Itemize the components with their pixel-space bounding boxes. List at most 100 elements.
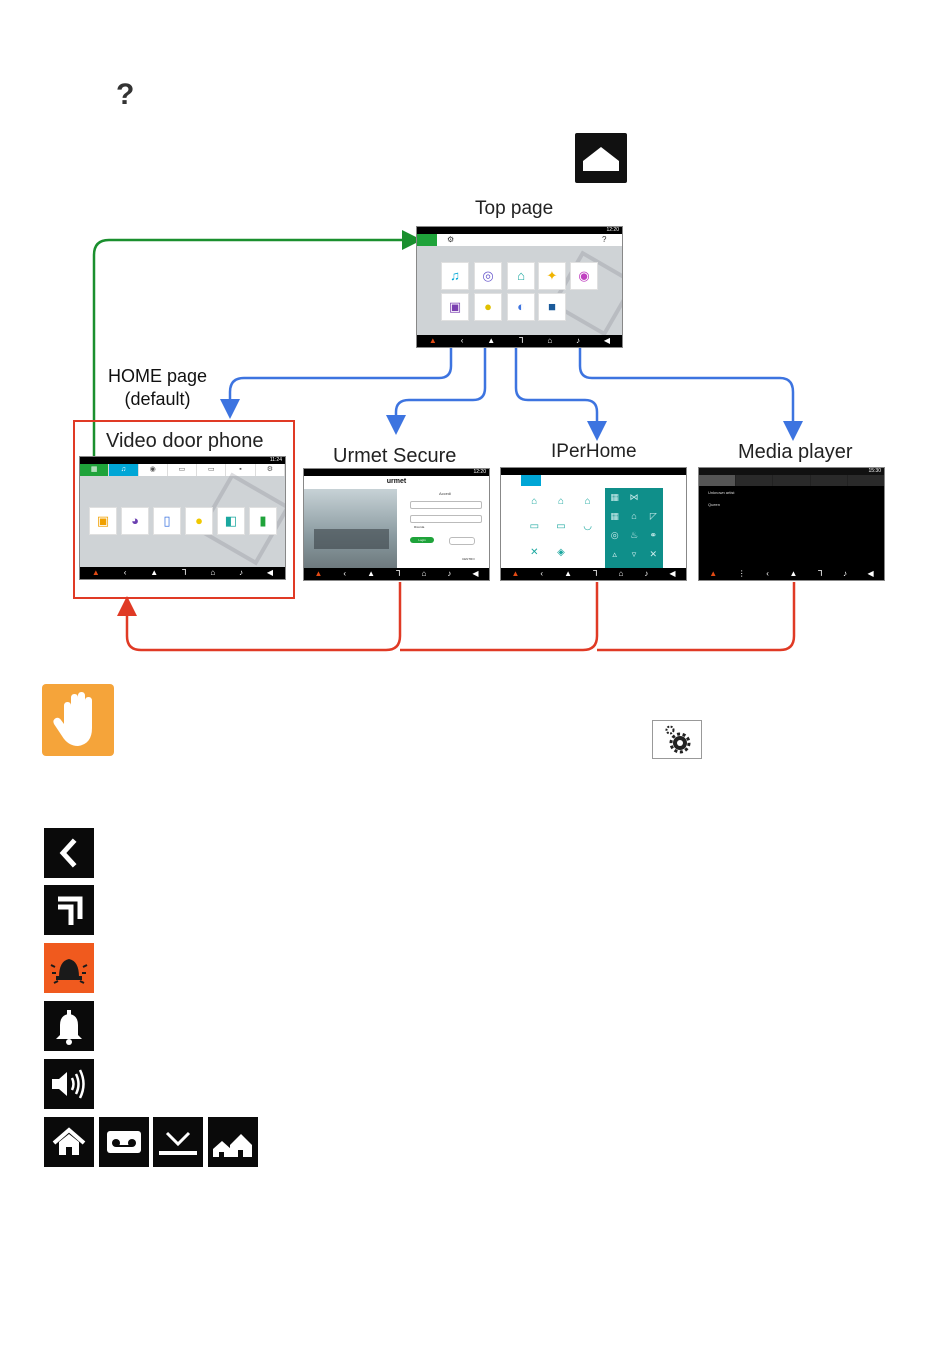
call-app-icon[interactable]: ▣: [89, 507, 117, 535]
function-panel: ▦ ⋈ ▦ ⌂ ◸ ◎ ♨ ⚭ ▵ ▿ ✕: [605, 488, 663, 568]
door-app-icon[interactable]: ▯: [153, 507, 181, 535]
username-field[interactable]: [410, 501, 482, 509]
back-arrow-icon[interactable]: ‹: [123, 568, 127, 577]
contacts-app-icon[interactable]: ◕: [121, 507, 149, 535]
tab-messages[interactable]: ▭: [168, 464, 198, 476]
lamp-icon[interactable]: ◸: [649, 511, 657, 521]
tab-home[interactable]: [521, 475, 541, 486]
bell-icon[interactable]: ♪: [576, 336, 581, 345]
bell-icon[interactable]: ♪: [644, 569, 649, 578]
alarm-siren-icon[interactable]: ▲: [428, 336, 437, 345]
room-icon[interactable]: ⌂: [531, 496, 538, 507]
intercom-handset-icon[interactable]: ⅂: [817, 569, 823, 578]
back-arrow-icon[interactable]: ‹: [343, 569, 347, 578]
tab-settings[interactable]: [541, 475, 561, 486]
alarm-siren-icon[interactable]: ▲: [314, 569, 323, 578]
light-app-icon[interactable]: ●: [185, 507, 213, 535]
room-icon[interactable]: ⌂: [584, 496, 591, 507]
tab-playlists[interactable]: [810, 475, 848, 486]
house-icon[interactable]: ⌂: [618, 569, 624, 578]
intercom-handset-icon[interactable]: ⅂: [182, 568, 187, 577]
intercom-handset-icon[interactable]: ⅂: [396, 569, 401, 578]
tab-now-playing[interactable]: [847, 475, 884, 486]
camera-app-icon[interactable]: ■: [538, 293, 566, 321]
media-player-screen[interactable]: 15:30 Unknown artist Queen ▲ ⋮ ‹ ▲ ⅂ ♪ ◀: [699, 468, 884, 580]
list-item[interactable]: Queen: [708, 502, 721, 507]
settings-icon[interactable]: ⚙: [447, 235, 455, 244]
tab-apps[interactable]: ▦: [80, 464, 110, 476]
list-item[interactable]: Unknown artist: [708, 490, 735, 495]
media-app-icon[interactable]: ◉: [570, 262, 598, 290]
tab-cameras[interactable]: ▪: [226, 464, 256, 476]
house-icon[interactable]: ⌂: [210, 568, 216, 577]
alarm-siren-icon[interactable]: ▲: [91, 568, 100, 577]
lock-app-icon[interactable]: ▮: [249, 507, 277, 535]
intercom-handset-icon[interactable]: ⅂: [593, 569, 598, 578]
back-arrow-icon[interactable]: ‹: [540, 569, 544, 578]
tab-apps[interactable]: [501, 475, 521, 486]
tab-view[interactable]: ◉: [139, 464, 168, 476]
volume-icon[interactable]: ◀: [472, 569, 479, 578]
bell-icon[interactable]: ♪: [239, 568, 244, 577]
window-icon[interactable]: ▦: [610, 492, 619, 502]
secondary-button[interactable]: [449, 537, 475, 545]
house-icon[interactable]: ⌂: [547, 336, 553, 345]
home-icon[interactable]: ▲: [367, 569, 376, 578]
home-icon[interactable]: ▲: [487, 336, 496, 345]
home-mode-icon[interactable]: ⌂: [631, 511, 637, 521]
up-icon[interactable]: ▵: [612, 549, 617, 559]
volume-icon[interactable]: ◀: [266, 568, 274, 577]
alarm-siren-icon[interactable]: ▲: [511, 569, 520, 578]
help-icon[interactable]: ?: [602, 235, 607, 244]
tab-intercom[interactable]: ♫: [109, 464, 139, 476]
room-icon[interactable]: ⌂: [557, 496, 565, 507]
gallery-app-icon[interactable]: ▣: [441, 293, 469, 321]
house-icon[interactable]: ⌂: [421, 569, 427, 578]
apps-grid-icon[interactable]: [417, 234, 437, 246]
tab-recordings[interactable]: ▭: [197, 464, 227, 476]
gate-app-icon[interactable]: ◧: [217, 507, 245, 535]
home-icon[interactable]: ▲: [150, 568, 159, 577]
clim-icon[interactable]: ♨: [629, 530, 639, 540]
web-app-icon[interactable]: ◐: [507, 293, 535, 321]
tab-albums[interactable]: [736, 475, 774, 486]
intercom-app-icon[interactable]: ♫: [441, 262, 469, 290]
home-icon[interactable]: ▲: [789, 569, 798, 578]
home-icon[interactable]: ▲: [564, 569, 573, 578]
password-field[interactable]: [410, 515, 482, 523]
video-door-phone-screen[interactable]: 11:24 ▦ ♫ ◉ ▭ ▭ ▪ ⚙ ▣ ◕ ▯ ● ◧ ▮ ▲ ‹ ▲ ⅂ …: [80, 457, 285, 579]
bell-icon[interactable]: ♪: [842, 569, 847, 578]
bell-icon[interactable]: ♪: [447, 569, 452, 578]
room-icon[interactable]: ▭: [556, 521, 566, 533]
window-icon[interactable]: ▦: [610, 511, 619, 521]
back-arrow-icon[interactable]: ‹: [460, 336, 464, 345]
top-page-screen[interactable]: 12:20 ⚙ ? ♫ ◎ ⌂ ✦ ◉ ▣ ● ◐ ■ ▲ ‹ ▲ ⅂ ⌂ ♪ …: [417, 227, 622, 347]
back-arrow-icon[interactable]: ‹: [766, 569, 769, 578]
scene-icon[interactable]: ◎: [610, 530, 619, 540]
alarm-siren-icon[interactable]: ▲: [709, 569, 718, 578]
room-icon[interactable]: ✕: [530, 546, 539, 558]
tab-settings[interactable]: ⚙: [256, 464, 285, 476]
login-button[interactable]: Login: [410, 537, 434, 543]
iperhome-screen[interactable]: ⌂ ⌂ ⌂ ▭ ▭ ◡ ✕ ◈ ▦ ⋈ ▦ ⌂ ◸ ◎ ♨ ⚭ ▵ ▿ ✕ ▲ ‹ ▲ ⅂ ⌂ ♪ ◀: [501, 468, 686, 580]
close-icon[interactable]: ✕: [649, 549, 658, 559]
room-icon[interactable]: ▭: [529, 521, 540, 533]
urmet-secure-screen[interactable]: 12:20 urmet Accedi Ricorda Login CENTRO …: [304, 469, 489, 580]
volume-icon[interactable]: ◀: [669, 569, 676, 578]
room-icon[interactable]: ◡: [583, 521, 593, 533]
remember-label: Ricorda: [414, 525, 425, 529]
shutter-icon[interactable]: ⋈: [629, 492, 639, 502]
tab-artists[interactable]: [699, 475, 737, 486]
bulb-app-icon[interactable]: ●: [474, 293, 502, 321]
tab-songs[interactable]: [773, 475, 811, 486]
secure-app-icon[interactable]: ◎: [474, 262, 502, 290]
menu-icon[interactable]: ⋮: [737, 569, 746, 578]
volume-icon[interactable]: ◀: [867, 569, 874, 578]
link-icon[interactable]: ⚭: [649, 530, 658, 540]
intercom-handset-icon[interactable]: ⅂: [519, 336, 524, 345]
scenario-app-icon[interactable]: ✦: [538, 262, 566, 290]
down-icon[interactable]: ▿: [631, 549, 637, 559]
volume-icon[interactable]: ◀: [603, 336, 611, 345]
iperhome-app-icon[interactable]: ⌂: [507, 262, 535, 290]
room-icon[interactable]: ◈: [557, 546, 565, 558]
